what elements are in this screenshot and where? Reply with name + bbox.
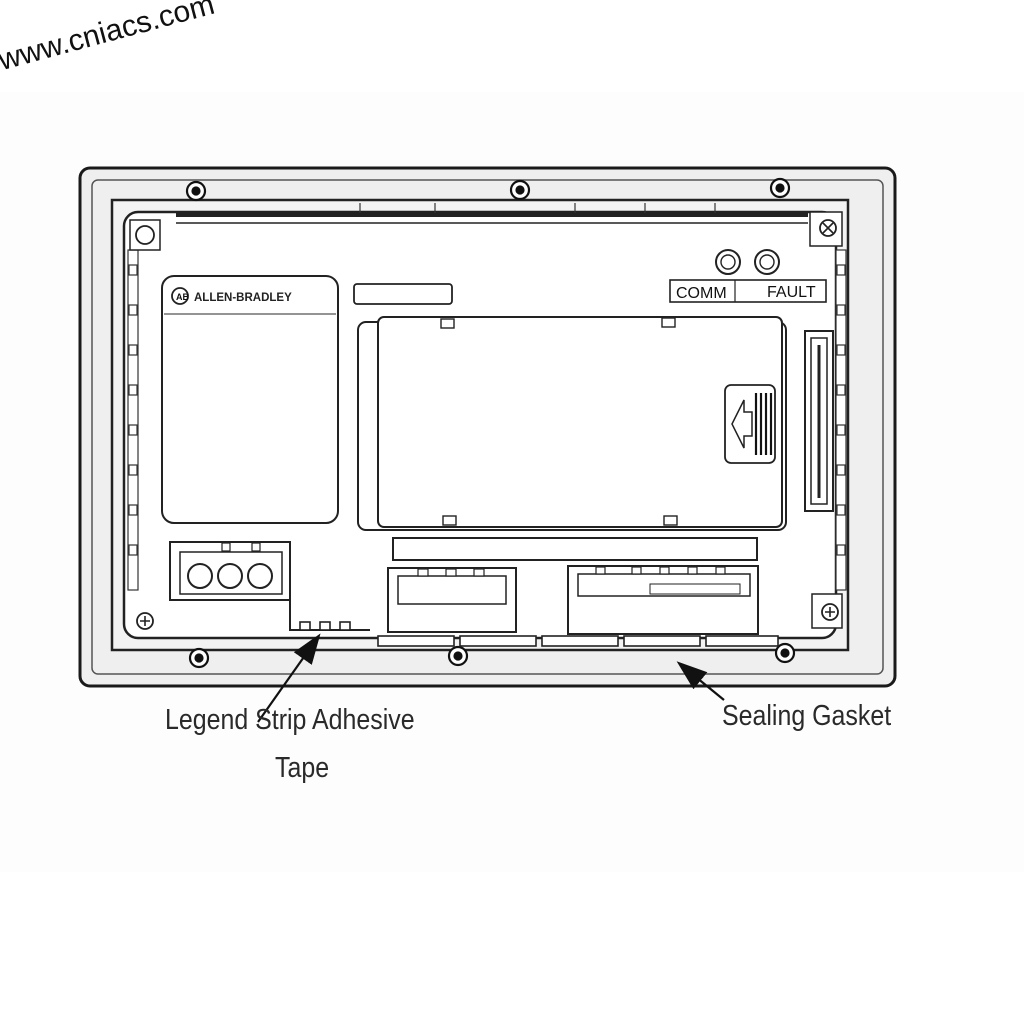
svg-text:AB: AB [176,292,189,302]
left-rail [127,249,139,591]
connector-strip [392,537,758,561]
legend-strip-leader-arrow [257,633,321,723]
right-rail [835,249,847,591]
power-terminal-block [169,541,370,631]
battery-cover [357,316,787,531]
label-panel: AB ALLEN-BRADLEY [161,275,339,524]
release-tab-icon [724,384,776,464]
sealing-gasket-callout: Sealing Gasket [722,700,892,732]
sealing-gasket-leader-arrow [676,661,725,701]
network-port [567,565,759,635]
comm-port [387,567,517,633]
comm-label: COMM [676,285,727,302]
legend-strip-callout-line1: Legend Strip Adhesive [165,704,415,736]
indicator-leds: COMM FAULT [669,249,827,303]
top-segments [359,203,716,213]
legend-strip-tape [299,621,779,647]
corner-screws [129,211,843,630]
card-slot [804,330,834,512]
fault-label: FAULT [767,284,816,301]
gasket-screws [185,177,796,669]
allen-bradley-logo-icon [171,287,189,305]
legend-strip-callout-line2: Tape [275,752,330,784]
placard [353,283,453,305]
brand-label: ALLEN-BRADLEY [194,292,292,304]
